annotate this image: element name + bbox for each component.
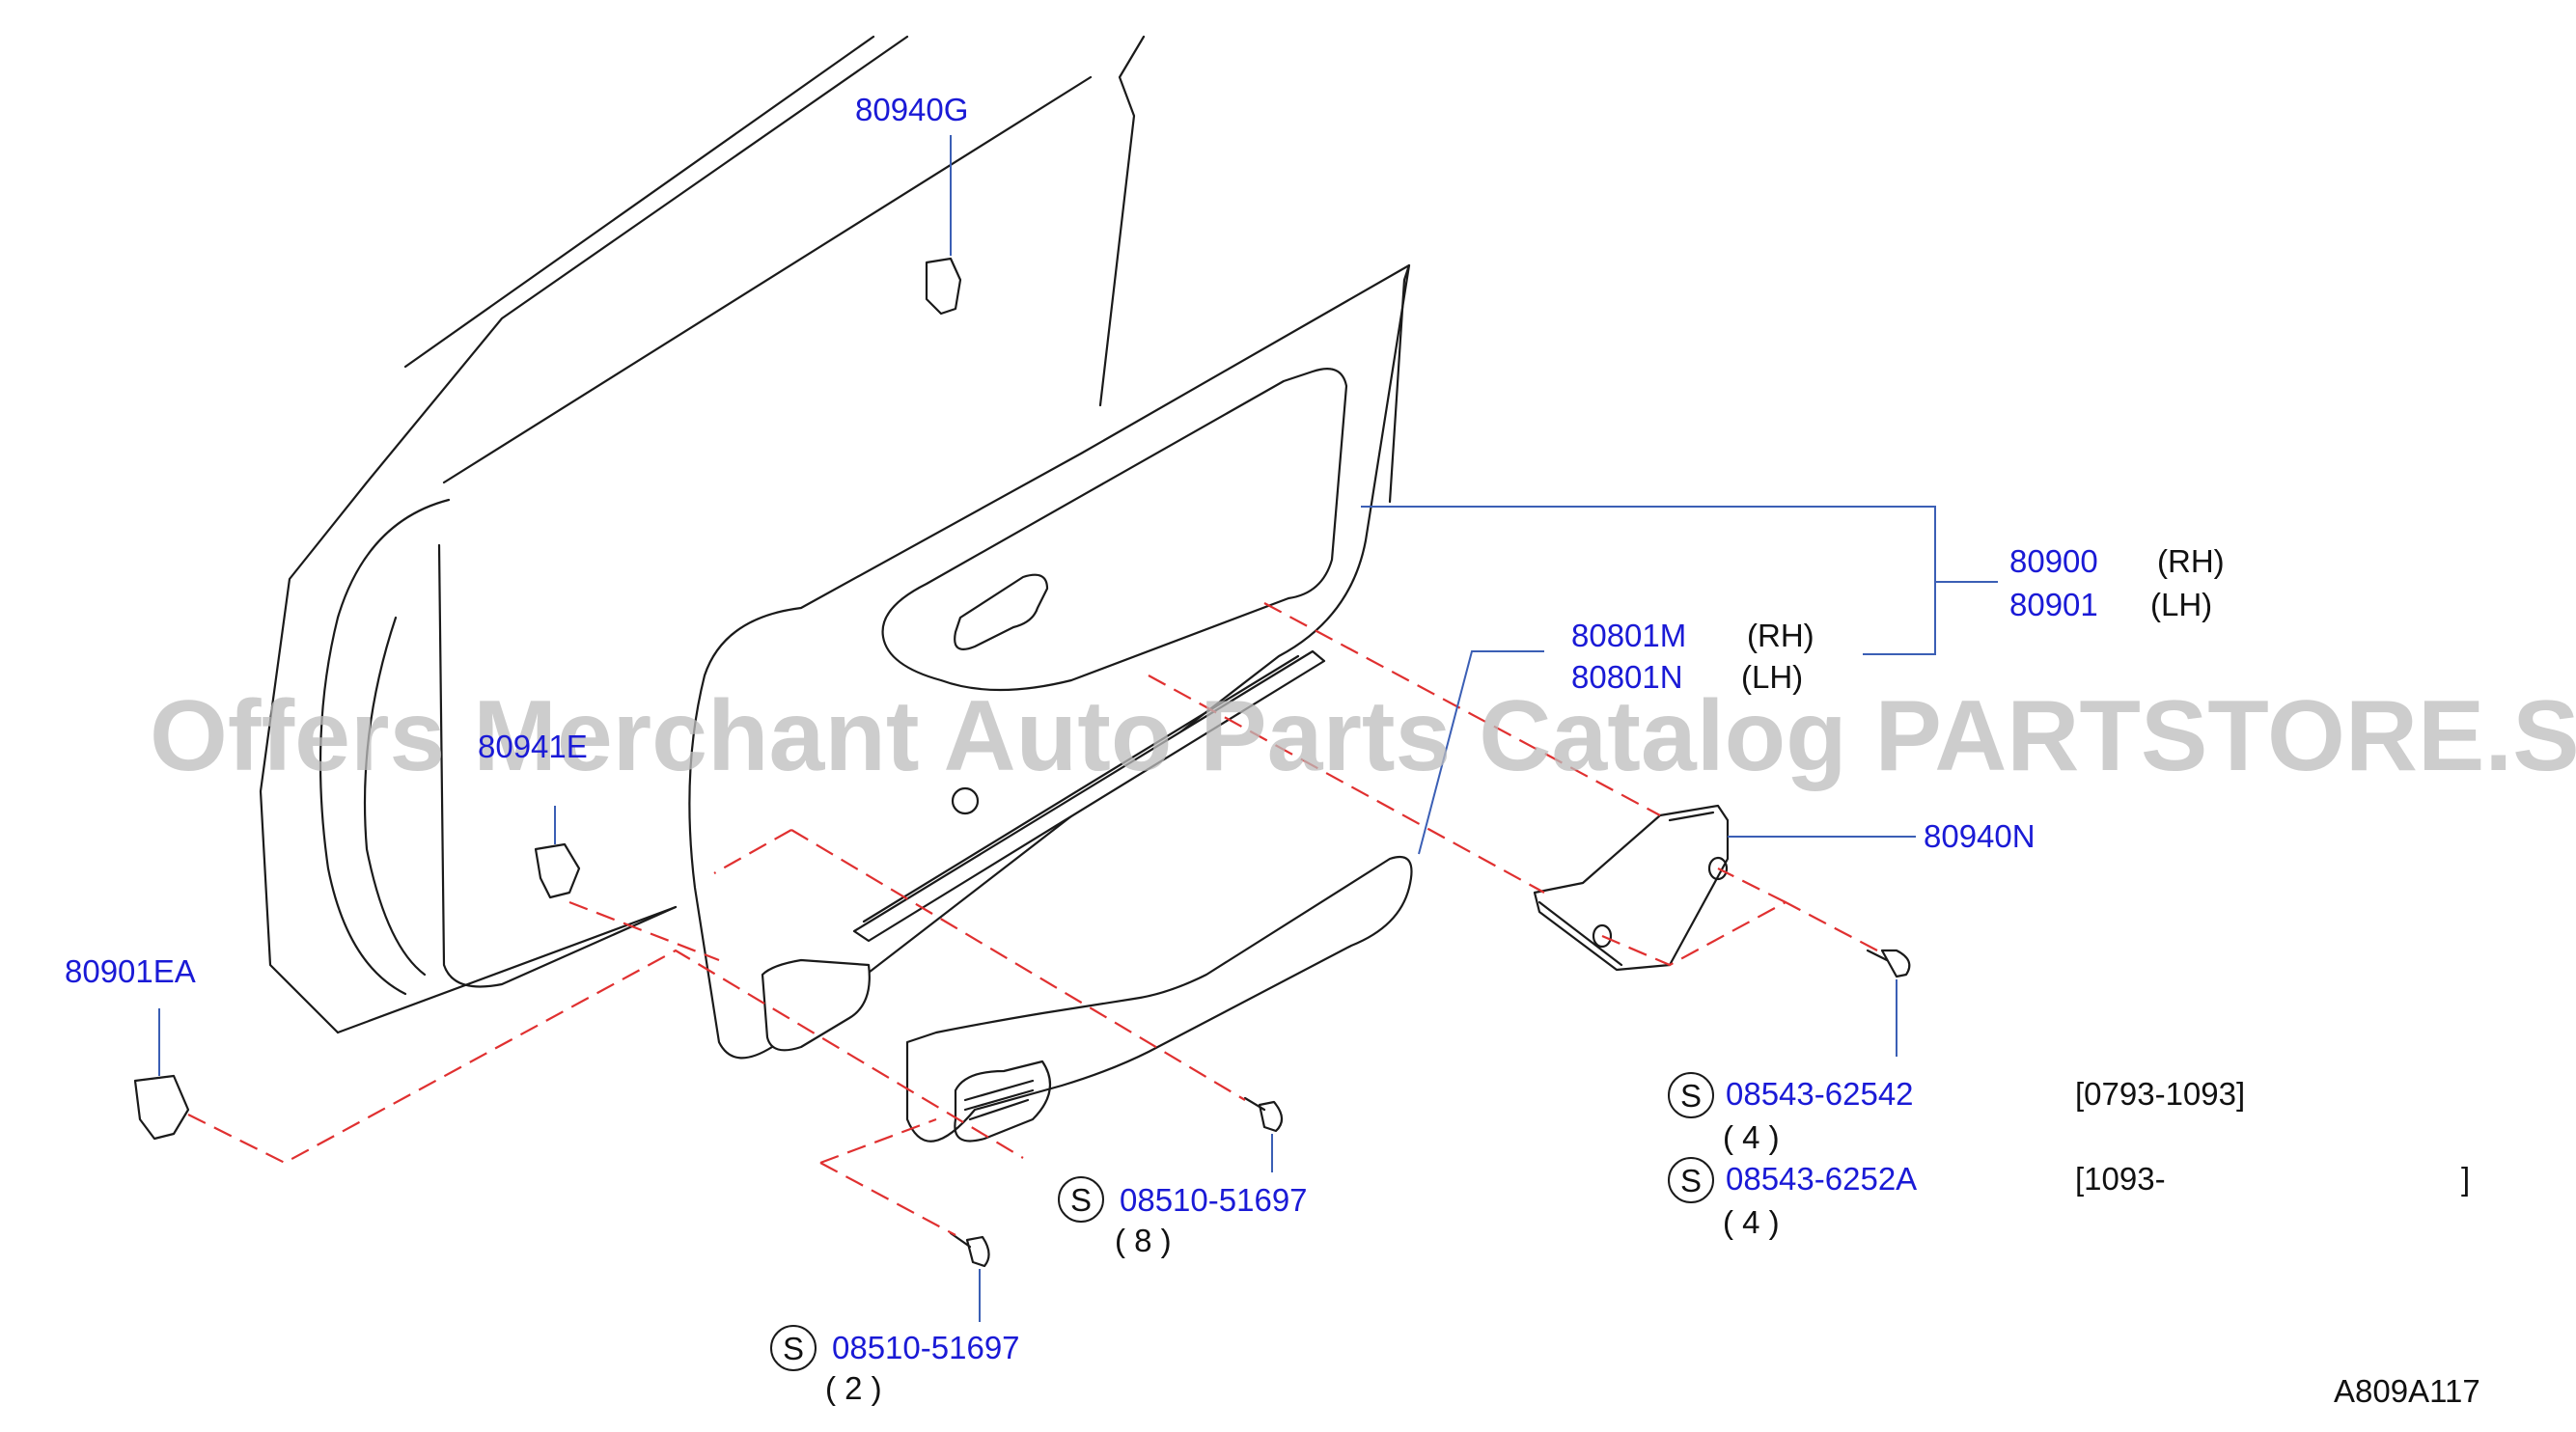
side-label-rh-2: (RH) (1747, 618, 1814, 653)
part-link-80940n[interactable]: 80940N (1924, 818, 2036, 854)
diagram-code: A809A117 (2334, 1373, 2480, 1409)
door-trim-panel-drawing (688, 263, 1413, 1143)
s-symbol-icon (1058, 1176, 1104, 1223)
side-label-rh: (RH) (2157, 543, 2225, 579)
part-link-08510-51697[interactable]: 08510-51697 (1120, 1182, 1308, 1218)
quantity-label: ( 2 ) (825, 1370, 882, 1406)
s-symbol-icon (770, 1325, 817, 1371)
date-range-label-end: ] (2461, 1161, 2470, 1197)
quantity-label: ( 8 ) (1115, 1223, 1172, 1258)
part-link-80941e[interactable]: 80941E (478, 729, 588, 764)
part-link-80901[interactable]: 80901 (2009, 587, 2098, 622)
s-symbol-letter: S (1680, 1163, 1702, 1198)
s-symbol-icon (1668, 1072, 1714, 1118)
side-label-lh: (LH) (2150, 587, 2212, 622)
s-symbol-letter: S (1070, 1182, 1092, 1218)
s-symbol-icon (1668, 1157, 1714, 1203)
part-link-80940g[interactable]: 80940G (855, 92, 968, 127)
quantity-label: ( 4 ) (1723, 1119, 1780, 1155)
date-range-label-start: [1093- (2075, 1161, 2166, 1197)
part-link-80901ea[interactable]: 80901EA (65, 953, 196, 989)
part-link-80801n[interactable]: 80801N (1571, 659, 1683, 695)
watermark-text: Offers Merchant Auto Parts Catalog PARTS… (150, 680, 2576, 792)
fastener-drawings (133, 257, 1911, 1268)
part-link-08510-51697-b[interactable]: 08510-51697 (832, 1330, 1020, 1365)
part-link-80801m[interactable]: 80801M (1571, 618, 1686, 653)
date-range-label: [0793-1093] (2075, 1076, 2245, 1112)
armrest-pad-drawing (1533, 804, 1730, 972)
side-label-lh-2: (LH) (1741, 659, 1803, 695)
part-link-08543-6252a[interactable]: 08543-6252A (1726, 1161, 1917, 1197)
part-link-08543-62542[interactable]: 08543-62542 (1726, 1076, 1914, 1112)
leader-lines (158, 135, 1998, 1322)
s-symbol-letter: S (1680, 1078, 1702, 1114)
quantity-label: ( 4 ) (1723, 1204, 1780, 1240)
part-link-80900[interactable]: 80900 (2009, 543, 2098, 579)
alignment-dashed-lines (187, 602, 1878, 1236)
door-shell-drawing (259, 35, 1146, 1034)
s-symbol-letter: S (783, 1331, 804, 1366)
